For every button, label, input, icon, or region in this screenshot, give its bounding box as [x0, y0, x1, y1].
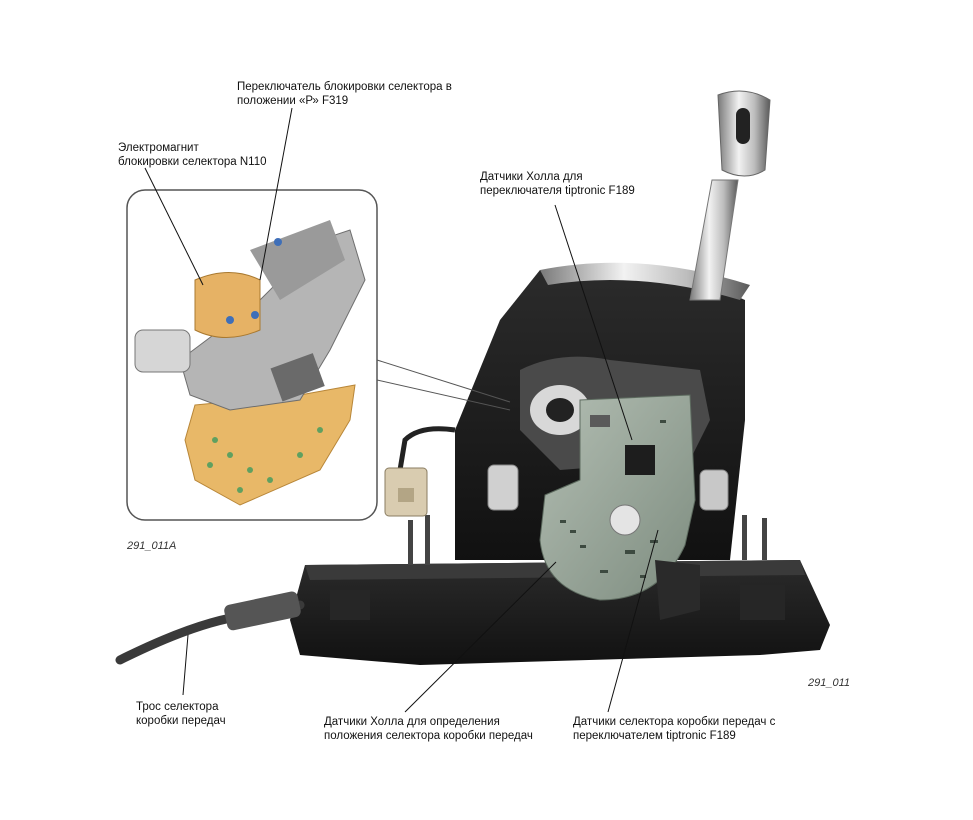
label-p-lock-switch-line2: положении «Р» F319 — [237, 95, 349, 107]
label-selector-sensors: Датчики селектора коробки передач с пере… — [573, 715, 775, 743]
label-hall-tiptronic-line1: Датчики Холла для — [480, 171, 583, 183]
label-selector-cable: Трос селектора коробки передач — [136, 700, 226, 728]
leader-lines — [144, 107, 659, 713]
label-hall-tiptronic: Датчики Холла для переключателя tiptroni… — [480, 170, 635, 198]
label-p-lock-switch: Переключатель блокировки селектора в пол… — [237, 80, 452, 108]
label-lock-solenoid-line2: блокировки селектора N110 — [118, 156, 267, 168]
selector-assembly — [115, 90, 830, 665]
label-lock-solenoid-line1: Электромагнит — [118, 142, 199, 154]
label-hall-position: Датчики Холла для определения положения … — [324, 715, 533, 743]
label-hall-tiptronic-line2: переключателя tiptronic F189 — [480, 185, 635, 197]
inset-figure-code: 291_011A — [127, 540, 177, 552]
label-selector-sensors-line2: переключателем tiptronic F189 — [573, 730, 736, 742]
label-p-lock-switch-line1: Переключатель блокировки селектора в — [237, 81, 452, 93]
label-hall-position-line2: положения селектора коробки передач — [324, 730, 533, 742]
label-selector-cable-line2: коробки передач — [136, 715, 226, 727]
inset-detail — [126, 189, 511, 521]
label-selector-cable-line1: Трос селектора — [136, 701, 219, 713]
label-hall-position-line1: Датчики Холла для определения — [324, 716, 500, 728]
main-figure-code: 291_011 — [808, 677, 851, 689]
label-selector-sensors-line1: Датчики селектора коробки передач с — [573, 716, 776, 728]
label-lock-solenoid: Электромагнит блокировки селектора N110 — [118, 141, 267, 169]
